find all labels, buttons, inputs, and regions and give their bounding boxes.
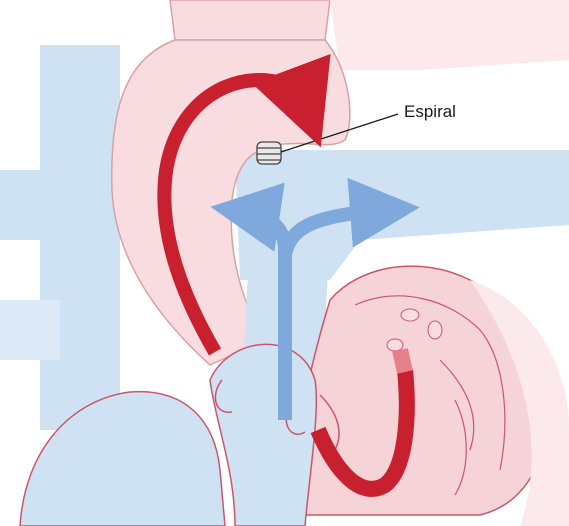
right-top-vessel [330,0,569,70]
papillary-spot-2 [428,321,442,339]
papillary-spot-3 [387,339,403,351]
left-pulmonary-vessel [0,170,120,240]
red-flow-ventricle-fade [400,350,405,372]
coil-icon [257,142,281,164]
papillary-spot-1 [401,309,419,321]
left-lower-vessel [0,300,60,360]
coil-label: Espiral [404,102,456,122]
aortic-branch-top [170,0,330,40]
